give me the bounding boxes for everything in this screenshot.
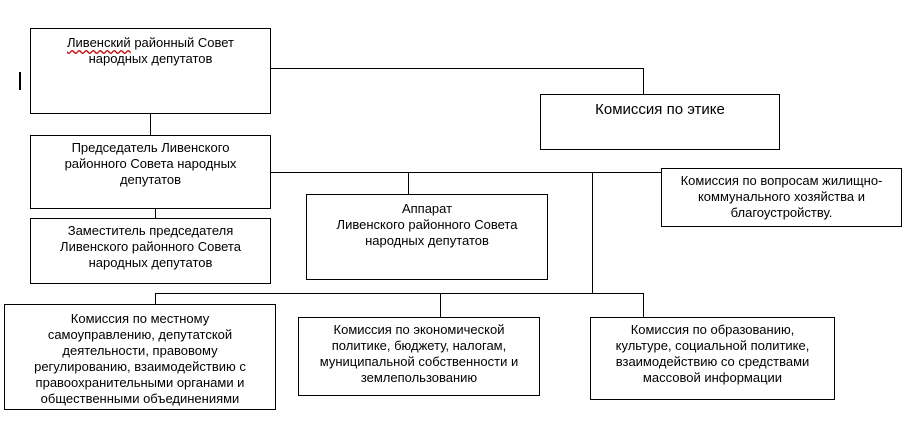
chairman-box: Председатель Ливенского районного Совета…: [30, 135, 271, 209]
chairman-label: Председатель Ливенского районного Совета…: [64, 140, 237, 187]
ethics-commission-box: Комиссия по этике: [540, 94, 780, 150]
connector-line: [270, 172, 661, 173]
housing-commission-box: Комиссия по вопросам жилищно-коммунально…: [661, 168, 902, 227]
council-name-word: Ливенский: [67, 35, 131, 50]
connector-line: [155, 293, 156, 304]
apparatus-box: Аппарат Ливенского районного Совета наро…: [306, 194, 548, 280]
council-box: Ливенский районный Совет народных депута…: [30, 28, 271, 114]
deputy-chairman-box: Заместитель председателя Ливенского райо…: [30, 218, 271, 284]
council-name-rest: районный Совет: [130, 35, 234, 50]
connector-line: [155, 209, 156, 218]
council-name-line2: народных депутатов: [88, 51, 213, 66]
text-cursor: [19, 72, 21, 90]
local-self-government-commission-label: Комиссия по местному самоуправлению, деп…: [34, 311, 246, 406]
connector-line: [440, 293, 441, 317]
deputy-chairman-label: Заместитель председателя Ливенского райо…: [60, 223, 241, 270]
ethics-commission-label: Комиссия по этике: [595, 101, 725, 118]
housing-commission-label: Комиссия по вопросам жилищно-коммунально…: [680, 173, 883, 220]
apparatus-label: Ливенского районного Совета народных деп…: [336, 217, 518, 248]
connector-line: [408, 172, 409, 194]
connector-line: [643, 68, 644, 94]
education-commission-label: Комиссия по образованию, культуре, социа…: [615, 322, 810, 385]
connector-line: [643, 293, 644, 317]
economic-commission-box: Комиссия по экономической политике, бюдж…: [298, 317, 540, 396]
connector-line: [270, 68, 643, 69]
local-self-government-commission-box: Комиссия по местному самоуправлению, деп…: [4, 304, 276, 410]
connector-line: [592, 172, 593, 293]
connector-line: [155, 293, 643, 294]
education-commission-box: Комиссия по образованию, культуре, социа…: [590, 317, 835, 400]
apparatus-title: Аппарат: [401, 201, 453, 216]
economic-commission-label: Комиссия по экономической политике, бюдж…: [319, 322, 519, 385]
connector-line: [150, 114, 151, 135]
